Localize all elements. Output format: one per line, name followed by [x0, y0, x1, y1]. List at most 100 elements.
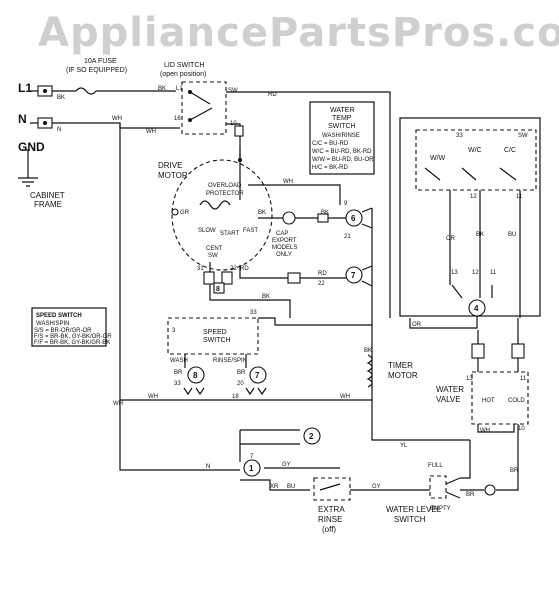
sw-a-label: SW — [518, 133, 528, 139]
n-31: 31 — [197, 266, 204, 272]
l1-bk-label: BK — [57, 95, 65, 101]
drive-motor-label: DRIVE — [158, 161, 182, 170]
circle-7-label: 7 — [255, 371, 260, 380]
lid-16: 16 — [174, 116, 181, 122]
valve-bottom — [477, 424, 515, 433]
sw-rd-wire — [226, 91, 391, 318]
n-f-label: 3 — [172, 328, 176, 334]
n-n-label: N — [57, 127, 61, 133]
drive-motor-label-2: MOTOR — [158, 171, 188, 180]
speed-table-row-1: S/S = BR-OR/GR-OR — [34, 328, 92, 334]
speed-switch-box — [167, 317, 259, 355]
or-label-mid: OR — [412, 322, 422, 328]
bus-wh-2: WH — [340, 394, 350, 400]
frame-label: FRAME — [34, 200, 62, 209]
water-temp-label: WATER — [330, 107, 355, 114]
cap-note-1: EXPORT — [272, 238, 297, 244]
rd-label-top: RD — [268, 92, 277, 98]
yl-label: YL — [400, 443, 408, 449]
extra-rinse-label: EXTRA — [318, 505, 345, 514]
fuse-label-2: (IF SO EQUIPPED) — [66, 67, 127, 74]
n-11: 11 — [516, 194, 523, 200]
bu-label: BU — [287, 484, 295, 490]
fuse-symbol — [75, 87, 97, 95]
cent-sw-label: SW — [208, 253, 218, 259]
rinse-spin-label: RINSE/SPIN — [213, 358, 247, 364]
lid-contacts — [189, 91, 213, 121]
timer-motor-label: TIMER — [388, 361, 413, 370]
motor-wh-wire — [248, 184, 341, 205]
water-temp-label-3: SWITCH — [328, 123, 356, 130]
motor-wh-label: WH — [283, 179, 293, 185]
circle-1-label: 1 — [249, 464, 254, 473]
br-connector — [484, 484, 496, 496]
yl-wire — [371, 420, 470, 441]
lid-bk-label: BK — [158, 86, 166, 92]
motor-ground — [171, 208, 179, 216]
cap-bk: BK — [258, 210, 266, 216]
cap-label: CAP — [276, 231, 288, 237]
gy-label: GY — [282, 462, 291, 468]
temp-switch-arms — [424, 167, 517, 181]
water-temp-label-2: TEMP — [332, 115, 352, 122]
overload-label: OVERLOAD — [208, 183, 242, 189]
valve-terminal-a — [471, 343, 485, 359]
contact-7-arms — [245, 387, 267, 396]
contact-5-arms — [361, 207, 373, 229]
circle-5-label: 6 — [351, 214, 356, 223]
l1-to-lid — [96, 90, 176, 92]
cap-note-3: ONLY — [276, 252, 292, 258]
water-temp-outer — [399, 117, 541, 317]
speed-table-header: WASH/SPIN — [36, 321, 69, 327]
motor-rd: RD — [240, 266, 249, 272]
water-valve-box — [471, 371, 529, 425]
rd-terminal — [287, 272, 301, 284]
contact-2-wires — [240, 429, 300, 445]
empty-label: EMPTY — [430, 506, 451, 512]
n-11c: 11 — [520, 376, 527, 382]
n-7: 7 — [250, 454, 254, 460]
motor-to-6 — [239, 265, 346, 279]
n-10b: 10 — [518, 426, 525, 432]
l1-label: L1 — [18, 81, 32, 95]
pos-ww: W/W — [430, 155, 446, 162]
br-label-b: BR — [237, 370, 246, 376]
motor-terminal-8 — [213, 282, 225, 294]
n-33c: 33 — [456, 133, 463, 139]
neutral-wh-label: WH — [113, 401, 123, 407]
contact-4-arms — [451, 284, 493, 299]
n-8-box: 8 — [216, 286, 220, 293]
lid-terminal — [234, 125, 244, 137]
water-level-label: WATER LEVEL — [386, 505, 442, 514]
gnd-label: GND — [18, 140, 45, 154]
speed-table-row-3: F/F = BR-BK, GY-BK/GR-BK — [34, 340, 110, 346]
timer-contact-1 — [243, 459, 261, 477]
valve-hot: HOT — [482, 398, 495, 404]
br-label-level: BR — [466, 492, 475, 498]
ground-symbol — [18, 177, 38, 187]
n-22: 22 — [318, 281, 325, 287]
xr-label: XR — [270, 484, 279, 490]
lid-to-motor — [226, 123, 241, 150]
rd-label: RD — [318, 271, 327, 277]
contact-6-arms — [361, 265, 373, 287]
speed-switch-label: SPEED — [203, 329, 227, 336]
n-33b: 33 — [174, 381, 181, 387]
water-temp-switch-box — [415, 129, 537, 191]
water-valve-label: WATER — [436, 385, 464, 394]
valve-feeds — [477, 318, 519, 344]
temp-bk: BK — [476, 232, 484, 238]
circle-2-label: 2 — [309, 432, 314, 441]
gy-label-2: GY — [372, 484, 381, 490]
extra-rinse-label-3: (off) — [322, 525, 336, 534]
yl-to-level — [460, 440, 471, 479]
temp-bu: BU — [508, 232, 516, 238]
n-terminal-dot — [43, 121, 47, 125]
motor-ground-label: GR — [180, 210, 190, 216]
n-20: 20 — [237, 381, 244, 387]
n-n-bottom: N — [206, 464, 210, 470]
n-33: 33 — [250, 310, 257, 316]
water-level-arms — [445, 477, 461, 499]
